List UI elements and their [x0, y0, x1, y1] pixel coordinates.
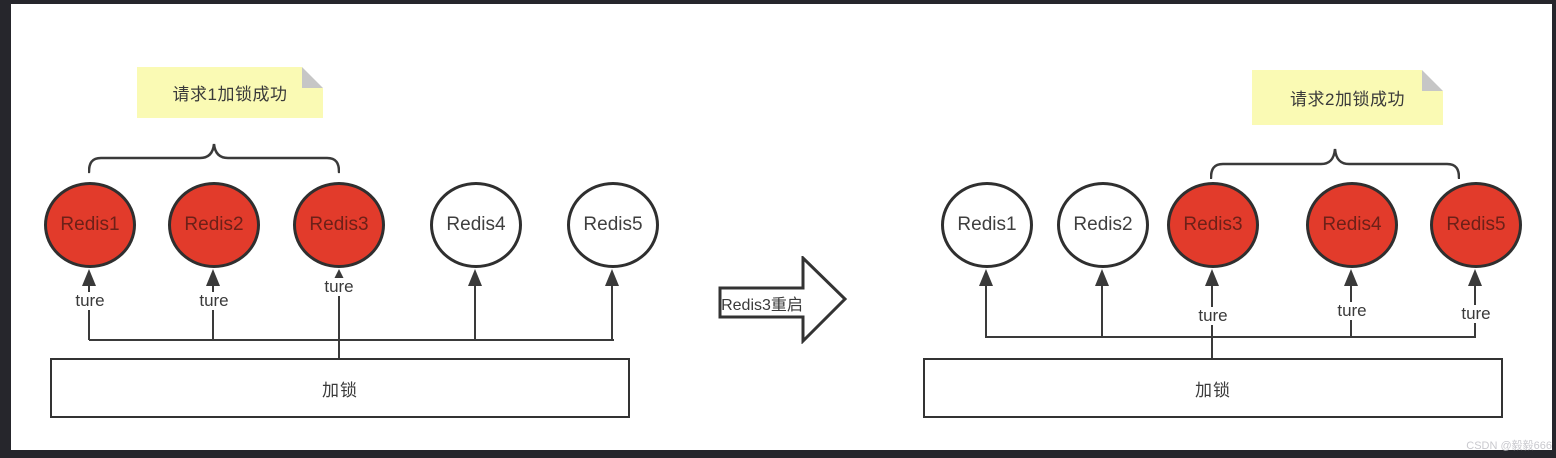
arrow-up-icon: [82, 269, 96, 286]
redis-node-left-3: Redis3: [293, 182, 385, 268]
redis-node-label: Redis2: [1073, 214, 1133, 235]
sticky-note-request1-label: 请求1加锁成功: [172, 85, 288, 104]
connector-line: [474, 284, 476, 340]
lock-box-label: 加锁: [322, 380, 358, 400]
sticky-note-request2-label: 请求2加锁成功: [1290, 90, 1405, 109]
redis-node-left-4: Redis4: [430, 182, 522, 268]
redis-node-label: Redis4: [446, 214, 506, 235]
curly-brace-right: [1210, 148, 1460, 179]
arrow-up-icon: [206, 269, 220, 286]
redis-node-label: Redis2: [184, 214, 244, 235]
redis-node-label: Redis5: [1446, 214, 1506, 235]
transition-arrow-label: Redis3重启: [721, 297, 803, 314]
transition-block-arrow: [718, 256, 848, 344]
redis-node-right-2: Redis2: [1057, 182, 1149, 268]
arrow-up-icon: [1095, 269, 1109, 286]
arrow-up-icon: [605, 269, 619, 286]
arrow-up-icon: [979, 269, 993, 286]
connector-line: [611, 284, 613, 340]
connector-line: [89, 339, 614, 341]
connector-line: [985, 284, 987, 338]
arrow-up-icon: [334, 269, 344, 279]
arrow-up-icon: [468, 269, 482, 286]
connector-line: [338, 277, 340, 358]
arrow-up-icon: [1205, 269, 1219, 286]
sticky-note-request1: 请求1加锁成功: [137, 67, 323, 118]
lock-result-label: ture: [1454, 305, 1498, 323]
lock-result-label: ture: [1330, 302, 1374, 320]
sticky-note-request2: 请求2加锁成功: [1252, 70, 1443, 125]
redis-node-right-5: Redis5: [1430, 182, 1522, 268]
redis-node-label: Redis1: [60, 214, 120, 235]
connector-line: [1101, 284, 1103, 338]
lock-result-label: ture: [1191, 307, 1235, 325]
redis-node-left-5: Redis5: [567, 182, 659, 268]
watermark-text: CSDN @毅毅666: [1466, 440, 1552, 452]
redis-node-label: Redis4: [1322, 214, 1382, 235]
redis-node-right-1: Redis1: [941, 182, 1033, 268]
redis-node-left-2: Redis2: [168, 182, 260, 268]
connector-line: [212, 284, 214, 340]
redis-node-label: Redis5: [583, 214, 643, 235]
connector-line: [986, 336, 1476, 338]
redis-node-label: Redis3: [309, 214, 369, 235]
curly-brace-left: [88, 143, 340, 174]
redis-node-right-3: Redis3: [1167, 182, 1259, 268]
lock-box-left: 加锁: [50, 358, 630, 418]
redis-node-label: Redis1: [957, 214, 1017, 235]
lock-box-right: 加锁: [923, 358, 1503, 418]
redis-node-left-1: Redis1: [44, 182, 136, 268]
arrow-up-icon: [1344, 269, 1358, 286]
connector-line: [88, 284, 90, 340]
redis-node-right-4: Redis4: [1306, 182, 1398, 268]
lock-result-label: ture: [317, 278, 361, 296]
arrow-up-icon: [1468, 269, 1482, 286]
lock-result-label: ture: [192, 292, 236, 310]
lock-result-label: ture: [68, 292, 112, 310]
redis-node-label: Redis3: [1183, 214, 1243, 235]
lock-box-label: 加锁: [1195, 380, 1231, 400]
